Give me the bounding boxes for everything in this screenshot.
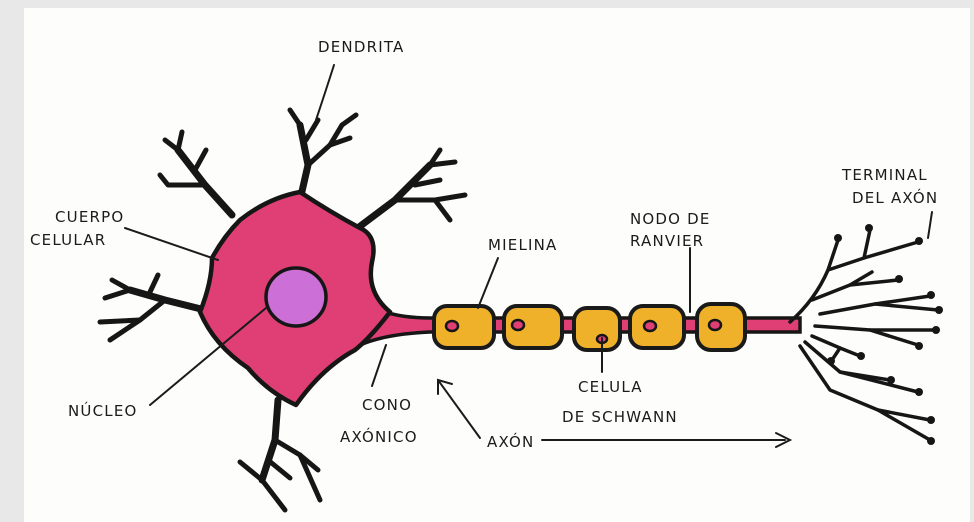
- label-cuerpo-line1: CUERPO: [55, 208, 124, 226]
- axon-terminals: [790, 224, 943, 445]
- label-cuerpo-line2: CELULAR: [30, 231, 106, 249]
- label-terminal-line2: DEL AXÓN: [852, 188, 938, 207]
- label-dendrita: DENDRITA: [318, 38, 405, 56]
- nucleus: [266, 268, 326, 326]
- label-cono-line1: CONO: [362, 396, 412, 414]
- label-axon: AXÓN: [487, 432, 534, 451]
- label-celula-line1: CELULA: [578, 378, 643, 396]
- label-nucleo: NÚCLEO: [68, 401, 138, 420]
- label-nodo-line2: RANVIER: [630, 232, 704, 250]
- label-mielina: MIELINA: [488, 236, 558, 254]
- myelin-sheath: [434, 304, 745, 350]
- label-terminal-line1: TERMINAL: [841, 166, 928, 184]
- label-cono-line2: AXÓNICO: [340, 427, 418, 446]
- label-nodo-line1: NODO DE: [630, 210, 711, 228]
- label-celula-line2: DE SCHWANN: [562, 408, 678, 426]
